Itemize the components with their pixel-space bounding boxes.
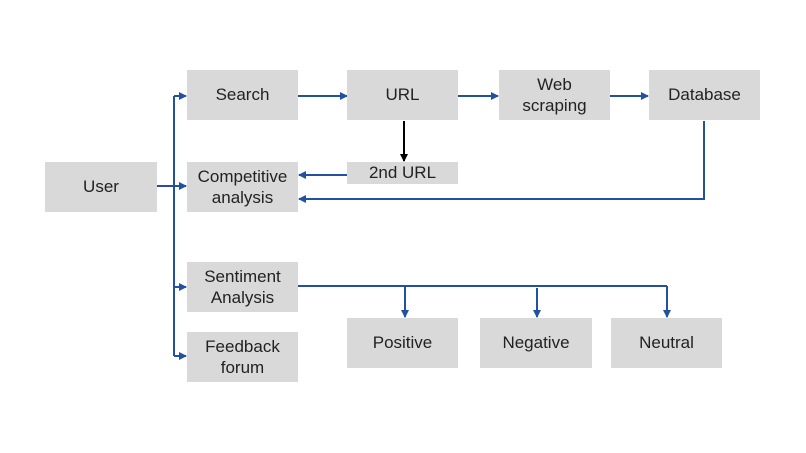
node-competitive-analysis: Competitive analysis [187,162,298,212]
node-url: URL [347,70,458,120]
node-web-scraping: Web scraping [499,70,610,120]
node-sentiment-analysis: Sentiment Analysis [187,262,298,312]
node-user: User [45,162,157,212]
node-feedback-forum: Feedback forum [187,332,298,382]
node-2nd-url: 2nd URL [347,162,458,184]
arrow-database-to-competitive-analysis [298,121,705,203]
node-neutral: Neutral [611,318,722,368]
node-search: Search [187,70,298,120]
node-database: Database [649,70,760,120]
node-negative: Negative [480,318,592,368]
node-positive: Positive [347,318,458,368]
